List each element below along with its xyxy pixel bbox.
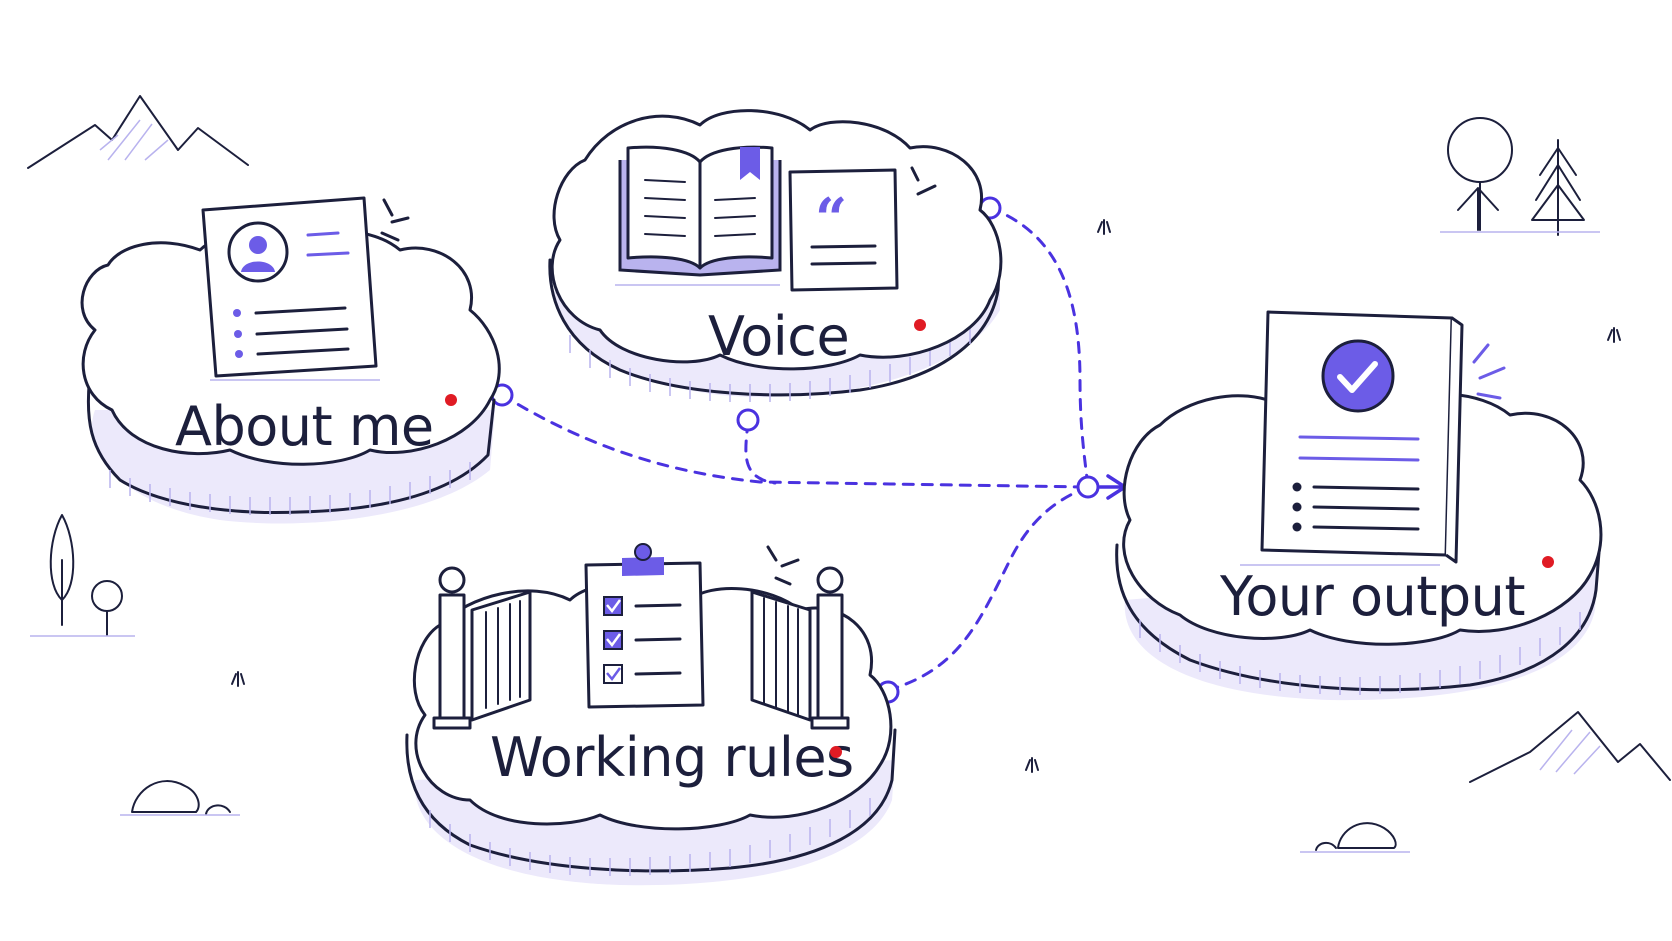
- island-your-output: Your output: [1115, 310, 1603, 701]
- island-working-rules: Working rules: [405, 543, 897, 886]
- marker-dot-output: [1542, 556, 1554, 568]
- grass-tufts-icon: [231, 219, 1621, 773]
- trees-top-right-icon: [1440, 117, 1600, 236]
- island-about-me: About me: [80, 196, 501, 524]
- marker-dot-rules: [830, 746, 842, 758]
- approved-document-icon: [1240, 310, 1506, 566]
- checklist-clipboard-icon: [584, 543, 705, 709]
- mountains-left-icon: [27, 95, 249, 169]
- quote-card-icon: “: [788, 166, 937, 292]
- island-label-voice: Voice: [708, 305, 849, 368]
- trees-left-icon: [30, 514, 135, 637]
- gate-right-icon: [750, 545, 850, 730]
- island-label-about-me: About me: [175, 395, 434, 458]
- island-voice: “ Voice: [548, 109, 1003, 402]
- mountains-bottom-right-icon: [1300, 711, 1671, 853]
- open-book-icon: [615, 145, 782, 286]
- connector-voice-to-output: [988, 206, 1090, 489]
- gate-left-icon: [432, 566, 532, 730]
- island-label-your-output: Your output: [1219, 565, 1525, 628]
- flow-connectors: [490, 196, 1127, 704]
- rocks-bottom-left-icon: [120, 780, 240, 816]
- svg-text:“: “: [815, 186, 847, 252]
- arrowhead-icon: [1098, 474, 1127, 500]
- connector-node-voice-left: [736, 408, 760, 432]
- connector-rules-to-output: [886, 485, 1090, 692]
- marker-dot-about: [445, 394, 457, 406]
- island-label-working-rules: Working rules: [490, 726, 854, 789]
- connector-about-to-output: [500, 393, 1088, 489]
- connector-node-junction: [1076, 475, 1100, 499]
- marker-dot-voice: [914, 319, 926, 331]
- checkmark-badge-icon: [1321, 339, 1395, 413]
- profile-card-icon: [201, 196, 410, 381]
